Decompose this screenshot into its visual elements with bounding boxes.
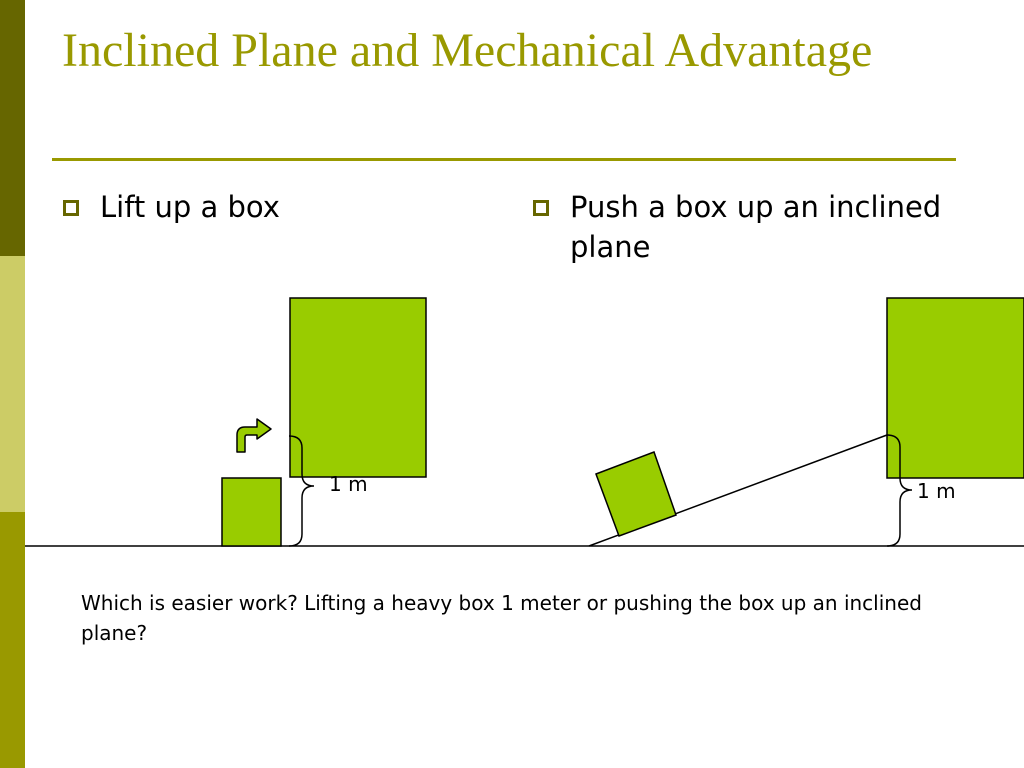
bullet-text: Push a box up an inclined plane: [570, 190, 942, 264]
height-brace-right: [886, 434, 913, 547]
sidebar-band-bottom: [0, 512, 25, 768]
box-on-incline: [595, 451, 677, 537]
bullet-lift-box: Lift up a box: [63, 187, 463, 227]
bullet-text: Lift up a box: [100, 190, 280, 224]
raised-box: [886, 297, 1024, 479]
small-box-on-ground: [221, 477, 282, 547]
height-brace-left: [288, 435, 315, 547]
title-underline: [52, 158, 956, 161]
height-label-left: 1 m: [329, 472, 368, 496]
hollow-square-bullet-icon: [533, 200, 549, 216]
bullet-push-box: Push a box up an inclined plane: [533, 187, 953, 267]
lifted-box: [289, 297, 427, 478]
sidebar-band-top: [0, 0, 25, 256]
question-text: Which is easier work? Lifting a heavy bo…: [81, 591, 922, 645]
sidebar-band-middle: [0, 256, 25, 512]
curved-arrow-icon: [236, 418, 272, 453]
hollow-square-bullet-icon: [63, 200, 79, 216]
slide-title: Inclined Plane and Mechanical Advantage: [62, 24, 873, 77]
height-label-right: 1 m: [917, 479, 956, 503]
